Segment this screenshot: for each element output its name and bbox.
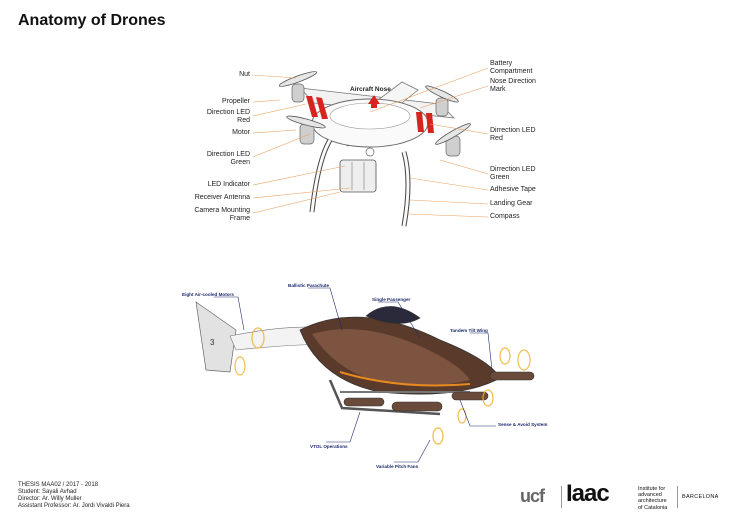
page-title: Anatomy of Drones	[18, 12, 166, 29]
label-battery-compartment: Battery Compartment	[490, 60, 533, 75]
label-adhesive-tape: Adhesive Tape	[490, 186, 536, 193]
label-eight-motors: Eight Air-cooled Motors	[182, 292, 234, 297]
label-direction-led-red-right: Dirrection LED Red	[490, 127, 536, 142]
footer-credits: THESIS MAA02 / 2017 - 2018 Student: Saya…	[18, 482, 130, 510]
logo-divider-2	[677, 486, 678, 508]
label-direction-led-red-left: Direction LED Red	[206, 109, 250, 124]
label-nut: Nut	[239, 71, 250, 78]
label-aircraft-nose: Aircraft Nose	[350, 86, 391, 93]
footer-assistant: Assistant Professor: Ar. Jordi Vivaldi P…	[18, 503, 130, 509]
label-direction-led-green-left: Direction LED Green	[206, 151, 250, 166]
label-sense-avoid: Sense & Avoid System	[498, 422, 548, 427]
svg-text:3: 3	[210, 338, 215, 347]
label-direction-led-green-right: Dirrection LED Green	[490, 166, 536, 181]
label-tandem-tilt-wing: Tandem Tilt Wing	[450, 328, 488, 333]
label-camera-mounting-frame: Camera Mounting Frame	[194, 207, 250, 222]
vehicle-leader-lines	[214, 287, 496, 463]
iaac-institute-name: Institute for advanced architecture of C…	[638, 486, 668, 511]
ucf-logo: ucf	[520, 486, 545, 506]
logo-divider	[561, 486, 562, 508]
label-receiver-antenna: Receiver Antenna	[194, 194, 250, 201]
iaac-logo: Iaac	[566, 480, 610, 507]
quadcopter-illustration	[278, 71, 471, 227]
label-landing-gear: Landing Gear	[490, 200, 533, 207]
label-led-indicator: LED Indicator	[207, 181, 250, 188]
label-nose-direction-mark: Nose Direction Mark	[490, 78, 536, 93]
label-motor: Motor	[232, 129, 250, 136]
barcelona-label: BARCELONA	[682, 494, 719, 500]
air-vehicle-illustration: 3	[195, 301, 535, 445]
drone-leader-lines	[251, 67, 489, 218]
label-single-passenger: Single Passenger	[372, 297, 411, 302]
label-vtol: VTOL Operations	[310, 444, 348, 449]
label-propeller: Propeller	[221, 98, 250, 105]
label-compass: Compass	[490, 213, 520, 220]
footer-student: Student: Sayali Avhad	[18, 489, 77, 495]
label-ballistic-parachute: Ballistic Parachute	[288, 283, 330, 288]
label-variable-pitch-fans: Variable Pitch Fans	[376, 464, 419, 469]
footer-thesis: THESIS MAA02 / 2017 - 2018	[18, 482, 99, 488]
footer-director: Director: Ar. Willy Muller	[18, 496, 82, 502]
